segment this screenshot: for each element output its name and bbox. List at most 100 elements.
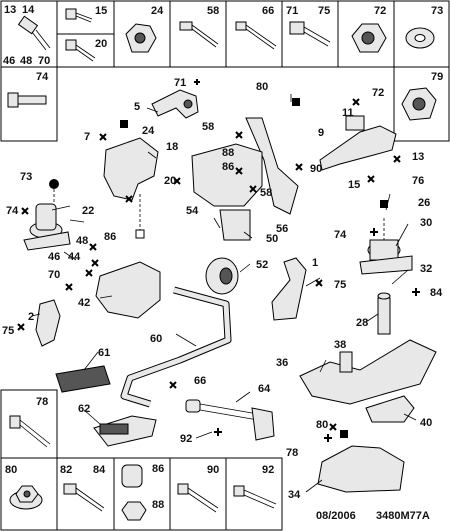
thumb-80[interactable]: 80 [0, 457, 58, 531]
callout-9: 9 [318, 127, 324, 139]
callout-58b: 58 [260, 187, 272, 199]
link-9 [319, 115, 397, 171]
label-71: 71 [286, 5, 298, 17]
callout-74b: 74 [334, 229, 347, 241]
bracket-1 [271, 257, 307, 321]
callout-88: 88 [222, 147, 234, 159]
callout-2: 2 [28, 311, 34, 323]
callout-32: 32 [420, 263, 432, 275]
callout-54: 54 [186, 205, 199, 217]
callout-1: 1 [312, 257, 318, 269]
label-48: 48 [20, 55, 32, 67]
callout-72: 72 [372, 87, 384, 99]
label-20: 20 [95, 38, 107, 50]
thumb-24[interactable]: 24 [113, 0, 171, 68]
thumb-82-84[interactable]: 82 84 [56, 457, 115, 531]
callout-86b: 86 [104, 231, 116, 243]
label-79: 79 [431, 71, 443, 83]
bolt-icon [289, 21, 331, 47]
nut-icon [121, 501, 147, 521]
clamp-62 [93, 415, 157, 447]
thumb-92[interactable]: 92 [225, 457, 283, 531]
nut-icon [351, 23, 387, 53]
callout-22: 22 [82, 205, 94, 217]
label-92: 92 [262, 464, 274, 476]
square-marker [292, 98, 300, 106]
arm-plate-58 [245, 117, 299, 215]
label-78: 78 [36, 396, 48, 408]
flange-nut-icon [9, 485, 43, 510]
engine-mount-30 [359, 239, 413, 275]
thumb-78[interactable]: 78 [0, 389, 58, 459]
thumb-73[interactable]: 73 [393, 0, 450, 68]
thumb-15-20[interactable]: 15 20 [56, 0, 115, 68]
screw-icon [65, 8, 93, 23]
label-82: 82 [60, 464, 72, 476]
callout-78: 78 [286, 447, 298, 459]
label-13: 13 [4, 4, 16, 16]
thumb-66[interactable]: 66 [225, 0, 283, 68]
callout-38: 38 [334, 339, 346, 351]
label-86: 86 [152, 463, 164, 475]
callout-28: 28 [356, 317, 368, 329]
label-24: 24 [151, 5, 164, 17]
callout-labels: 71 5 80 72 11 7 24 58 9 18 88 13 86 90 1… [2, 77, 443, 501]
roller-52 [205, 257, 239, 295]
bracket-40 [365, 395, 415, 423]
cradle-36 [299, 339, 437, 405]
thumb-86-88[interactable]: 86 88 [113, 457, 171, 531]
callout-52: 52 [256, 259, 268, 271]
engine-mount-22 [23, 203, 71, 251]
callout-48: 48 [76, 235, 88, 247]
fastener-markers [17, 79, 420, 442]
spacer-28 [377, 292, 391, 335]
callout-86: 86 [222, 161, 234, 173]
thumb-90[interactable]: 90 [169, 457, 227, 531]
callout-70: 70 [48, 269, 60, 281]
label-58: 58 [207, 5, 219, 17]
callout-74: 74 [6, 205, 19, 217]
callout-34: 34 [288, 489, 301, 501]
callout-75b: 75 [2, 325, 14, 337]
callout-24: 24 [142, 125, 155, 137]
callout-18: 18 [166, 141, 178, 153]
thumb-58[interactable]: 58 [169, 0, 227, 68]
bolt-icon [235, 21, 277, 50]
label-70: 70 [38, 55, 50, 67]
label-73: 73 [431, 5, 443, 17]
thumb-79[interactable]: 79 [393, 66, 450, 142]
label-84: 84 [93, 464, 106, 476]
label-46: 46 [3, 55, 15, 67]
callout-76: 76 [412, 175, 424, 187]
callout-80: 80 [256, 81, 268, 93]
callout-56: 56 [276, 223, 288, 235]
callout-62: 62 [78, 403, 90, 415]
callout-5: 5 [134, 101, 140, 113]
bolt-icon [63, 483, 105, 512]
callout-13: 13 [412, 151, 424, 163]
thumb-71-75[interactable]: 71 75 [281, 0, 339, 68]
nut-icon [125, 23, 157, 53]
callout-7: 7 [84, 131, 90, 143]
label-74: 74 [36, 71, 49, 83]
label-72: 72 [374, 5, 386, 17]
pad-61 [55, 365, 111, 393]
bolt-icon [179, 21, 219, 48]
nut-icon [401, 87, 437, 121]
thumb-13-14[interactable]: 13 14 46 48 70 [0, 0, 58, 68]
callout-11: 11 [342, 107, 354, 119]
thumb-74[interactable]: 74 [0, 66, 58, 142]
bolt-icon [233, 485, 277, 509]
bracket-2 [35, 299, 61, 347]
bolt-icon [17, 15, 51, 51]
callout-84: 84 [430, 287, 443, 299]
callout-58: 58 [202, 121, 214, 133]
thumb-72[interactable]: 72 [337, 0, 395, 68]
rod-64 [185, 399, 275, 441]
callout-61: 61 [98, 347, 110, 359]
callout-15: 15 [348, 179, 360, 191]
callout-92: 92 [180, 433, 192, 445]
callout-71: 71 [174, 77, 186, 89]
screw-icon [65, 39, 96, 62]
